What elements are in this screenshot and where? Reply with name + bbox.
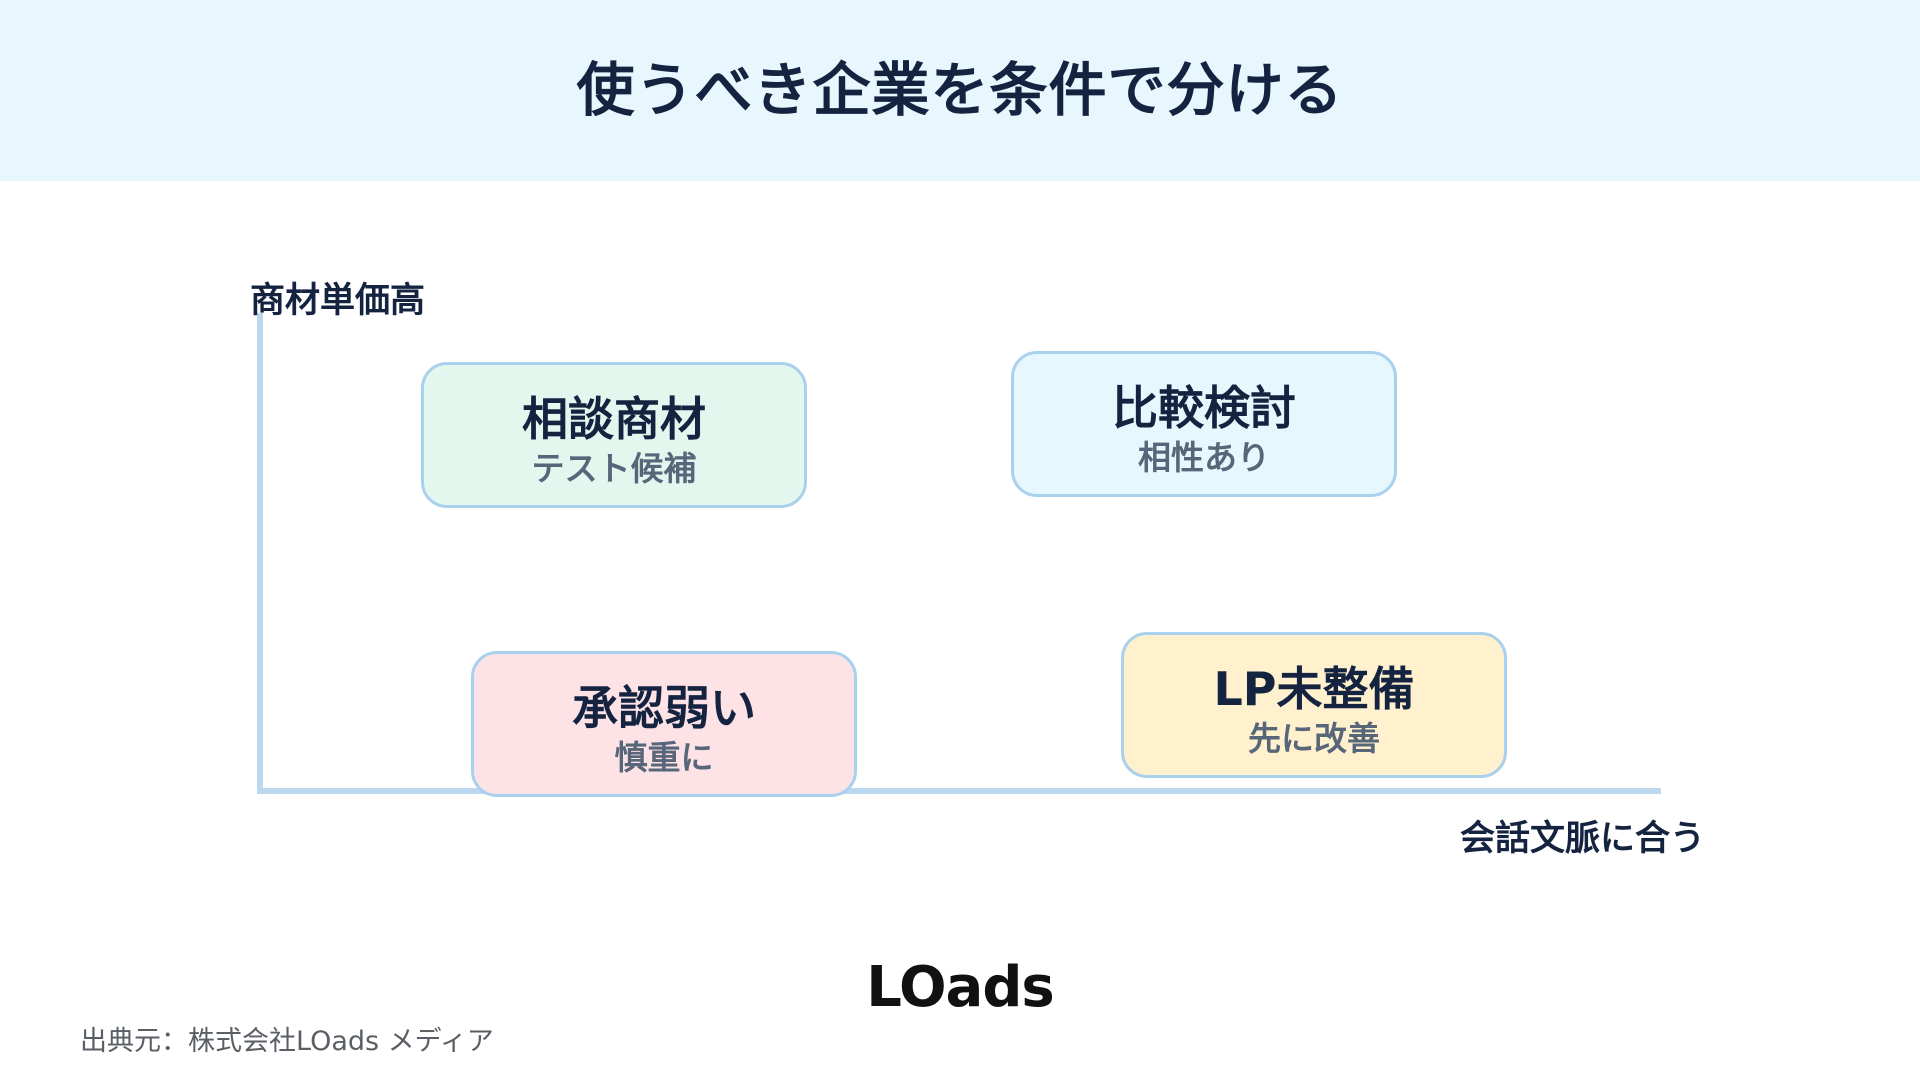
quadrant-card-top-right: 比較検討 相性あり xyxy=(1011,351,1397,497)
quadrant-card-bottom-left: 承認弱い 慎重に xyxy=(471,651,857,797)
quadrant-card-top-left: 相談商材 テスト候補 xyxy=(421,362,807,508)
quadrant-title: LP未整備 xyxy=(1213,662,1415,716)
quadrant-card-bottom-right: LP未整備 先に改善 xyxy=(1121,632,1507,778)
x-axis-label: 会話文脈に合う xyxy=(1459,819,1705,859)
y-axis-line xyxy=(257,313,263,793)
quadrant-subtitle: 先に改善 xyxy=(1248,719,1380,758)
header-banner: 使うべき企業を条件で分ける xyxy=(0,0,1920,181)
loads-logo: LOads xyxy=(866,955,1055,1020)
quadrant-subtitle: 相性あり xyxy=(1138,438,1270,477)
quadrant-title: 相談商材 xyxy=(522,392,706,446)
page-title: 使うべき企業を条件で分ける xyxy=(576,56,1344,124)
quadrant-title: 承認弱い xyxy=(572,681,756,735)
source-credit: 出典元：株式会社LOads メディア xyxy=(80,1026,494,1057)
y-axis-label: 商材単価高 xyxy=(250,281,426,321)
quadrant-subtitle: テスト候補 xyxy=(531,449,697,488)
quadrant-title: 比較検討 xyxy=(1112,381,1296,435)
x-axis-line xyxy=(257,788,1661,794)
quadrant-subtitle: 慎重に xyxy=(614,738,714,777)
